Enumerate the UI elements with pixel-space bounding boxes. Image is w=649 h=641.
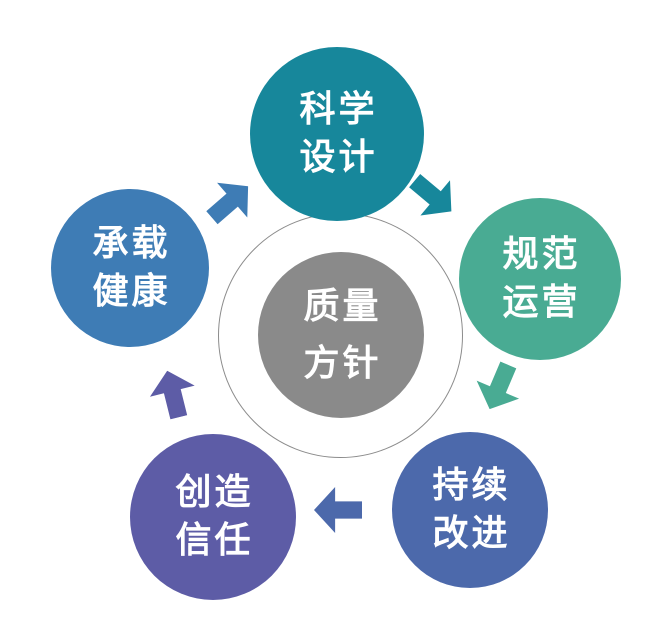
- node-label-line2: 设计: [299, 137, 378, 178]
- node-circle-top: 科学 设计: [250, 47, 424, 221]
- arrow-bottom-left-to-left: [142, 364, 204, 423]
- center-label-line2: 方针: [303, 343, 382, 384]
- node-circle-bottom-right: 持续 改进: [392, 432, 548, 588]
- node-label-line1: 创造: [175, 472, 254, 513]
- arrow-top-to-right: [398, 161, 468, 232]
- node-label-line1: 规范: [502, 234, 581, 275]
- node-circle-right: 规范 运营: [459, 198, 621, 360]
- block-arrow-icon: [409, 173, 452, 216]
- arrow-right-to-bottom-right: [466, 355, 533, 420]
- arrow-left-to-top: [195, 167, 265, 238]
- node-circle-left: 承载 健康: [51, 189, 209, 347]
- block-arrow-icon: [314, 486, 362, 534]
- block-arrow-icon: [149, 370, 195, 420]
- block-arrow-icon: [206, 182, 249, 225]
- block-arrow-icon: [476, 361, 520, 410]
- center-label-line1: 质量: [303, 286, 382, 327]
- node-label-line2: 运营: [502, 282, 581, 323]
- node-label-line1: 持续: [432, 465, 511, 506]
- node-circle-bottom-left: 创造 信任: [130, 434, 296, 600]
- node-label-line1: 科学: [299, 89, 378, 130]
- node-label-line1: 承载: [92, 223, 171, 264]
- node-label-line2: 健康: [92, 271, 171, 312]
- center-circle: 质量 方针: [258, 252, 424, 418]
- arrow-bottom-right-to-bottom-left: [314, 484, 362, 536]
- node-label-line2: 改进: [432, 513, 511, 554]
- node-label-line2: 信任: [175, 520, 254, 561]
